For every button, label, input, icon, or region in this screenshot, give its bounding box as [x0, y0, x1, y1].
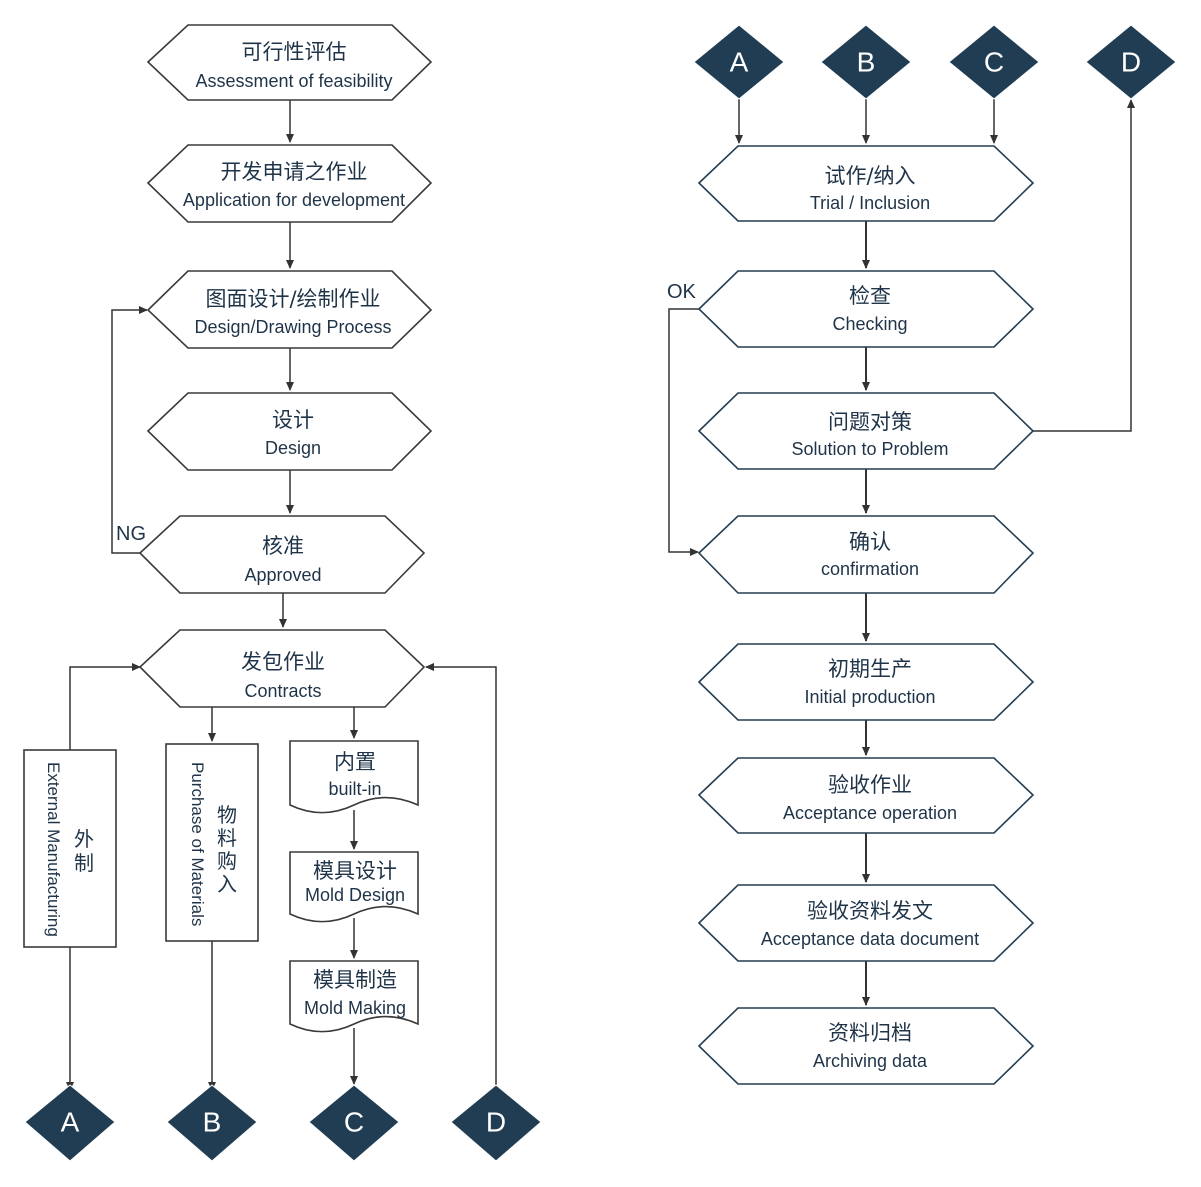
step-trial-en: Trial / Inclusion	[810, 193, 930, 213]
step-trial: 试作/纳入 Trial / Inclusion	[697, 145, 1035, 222]
doc-mold-making: 模具制造 Mold Making	[289, 960, 419, 1033]
step-solution-zh: 问题对策	[828, 410, 912, 434]
connector-a-top: A	[693, 24, 785, 100]
step-archiving-en: Archiving data	[813, 1051, 928, 1071]
box-purchase-materials: Purchase of Materials 物 料 购 入	[165, 743, 259, 942]
purchase-en: Purchase of Materials	[188, 762, 207, 926]
box-external-manufacturing: External Manufacturing 外 制	[23, 749, 117, 948]
step-design-zh: 设计	[272, 408, 314, 432]
step-archiving-zh: 资料归档	[828, 1021, 912, 1045]
connector-a-bottom-label: A	[61, 1107, 80, 1138]
step-initial-en: Initial production	[804, 687, 935, 707]
left-connectors	[66, 100, 497, 1091]
step-archiving: 资料归档 Archiving data	[697, 1007, 1035, 1085]
connector-b-bottom: B	[166, 1084, 258, 1162]
external-zh-1: 外	[74, 827, 94, 851]
right-connectors	[668, 98, 1135, 1006]
step-initial-production: 初期生产 Initial production	[697, 643, 1035, 721]
connector-a-top-label: A	[730, 47, 749, 78]
doc-builtin-zh: 内置	[334, 750, 376, 774]
doc-mold-design: 模具设计 Mold Design	[289, 851, 419, 923]
doc-mold-making-en: Mold Making	[304, 998, 406, 1018]
step-feasibility-zh: 可行性评估	[242, 40, 347, 64]
connector-b-top: B	[820, 24, 912, 100]
step-solution: 问题对策 Solution to Problem	[697, 392, 1035, 470]
purchase-zh-2: 料	[217, 826, 237, 850]
doc-builtin: 内置 built-in	[289, 740, 419, 814]
connector-c-bottom-label: C	[344, 1107, 364, 1138]
step-application: 开发申请之作业 Application for development	[146, 144, 433, 223]
step-acceptance-zh: 验收作业	[828, 773, 912, 797]
step-confirmation-zh: 确认	[849, 530, 891, 554]
connector-c-bottom: C	[308, 1084, 400, 1162]
doc-mold-making-zh: 模具制造	[313, 968, 397, 992]
step-contracts-en: Contracts	[244, 681, 321, 701]
connector-b-bottom-label: B	[203, 1107, 222, 1138]
step-drawing: 图面设计/绘制作业 Design/Drawing Process	[146, 270, 433, 349]
step-checking-zh: 检查	[849, 284, 891, 308]
connector-b-top-label: B	[857, 47, 876, 78]
connector-a-bottom: A	[24, 1084, 116, 1162]
step-acceptance-doc: 验收资料发文 Acceptance data document	[697, 884, 1035, 962]
connector-d-bottom: D	[450, 1084, 542, 1162]
ok-label: OK	[667, 281, 697, 303]
step-contracts-zh: 发包作业	[241, 650, 325, 674]
step-design: 设计 Design	[146, 392, 433, 471]
step-confirmation: 确认 confirmation	[697, 515, 1035, 594]
connector-d-top: D	[1085, 24, 1177, 100]
ng-label: NG	[116, 523, 146, 545]
step-acceptance: 验收作业 Acceptance operation	[697, 757, 1035, 834]
step-approved-zh: 核准	[262, 534, 304, 558]
step-trial-zh: 试作/纳入	[824, 164, 915, 188]
step-feasibility-en: Assessment of feasibility	[195, 71, 392, 91]
purchase-zh-3: 购	[217, 849, 237, 873]
step-design-en: Design	[265, 438, 321, 458]
step-confirmation-en: confirmation	[821, 559, 919, 579]
external-zh-2: 制	[74, 851, 94, 875]
doc-builtin-en: built-in	[328, 779, 381, 799]
step-checking-en: Checking	[832, 314, 907, 334]
step-approved: 核准 Approved	[138, 515, 426, 594]
step-application-en: Application for development	[183, 190, 405, 210]
step-approved-en: Approved	[244, 565, 321, 585]
step-solution-en: Solution to Problem	[791, 439, 948, 459]
step-initial-zh: 初期生产	[828, 657, 912, 681]
purchase-zh-1: 物	[217, 803, 237, 827]
purchase-zh-4: 入	[217, 872, 237, 896]
doc-mold-design-en: Mold Design	[305, 885, 405, 905]
connector-c-top-label: C	[984, 47, 1004, 78]
connector-d-bottom-label: D	[486, 1107, 506, 1138]
step-acceptance-doc-zh: 验收资料发文	[807, 899, 933, 923]
step-acceptance-doc-en: Acceptance data document	[761, 929, 979, 949]
external-en: External Manufacturing	[44, 762, 63, 937]
connector-d-top-label: D	[1121, 47, 1141, 78]
step-acceptance-en: Acceptance operation	[783, 803, 957, 823]
step-drawing-zh: 图面设计/绘制作业	[205, 287, 380, 311]
step-contracts: 发包作业 Contracts	[138, 629, 426, 708]
step-application-zh: 开发申请之作业	[221, 160, 368, 184]
step-feasibility: 可行性评估 Assessment of feasibility	[146, 24, 433, 101]
doc-mold-design-zh: 模具设计	[313, 859, 397, 883]
step-checking: 检查 Checking	[697, 270, 1035, 348]
step-drawing-en: Design/Drawing Process	[194, 317, 391, 337]
connector-c-top: C	[948, 24, 1040, 100]
